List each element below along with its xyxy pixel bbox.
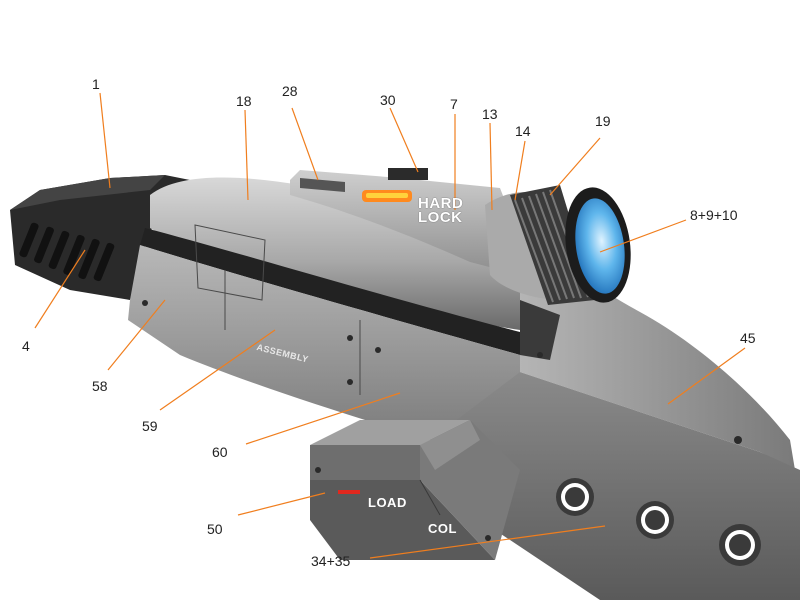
- callout-4: 4: [22, 338, 30, 354]
- callout-59: 59: [142, 418, 158, 434]
- scope-assembly: [485, 185, 631, 305]
- leader-lines: [34, 92, 746, 559]
- callout-58: 58: [92, 378, 108, 394]
- load-decal: LOAD: [368, 495, 407, 510]
- callout-7: 7: [450, 96, 458, 112]
- front-lower-body: [430, 372, 800, 600]
- callout-8-9-10: 8+9+10: [690, 207, 738, 223]
- hard-lock-decal-hard: HARD: [418, 195, 464, 212]
- callout-13: 13: [482, 106, 498, 122]
- callout-34-35: 34+35: [311, 553, 351, 569]
- col-decal: COL: [428, 521, 457, 536]
- front-barrel: [520, 250, 795, 470]
- callout-30: 30: [380, 92, 396, 108]
- callout-28: 28: [282, 83, 298, 99]
- callout-1: 1: [92, 76, 100, 92]
- hard-lock-decal-lock: LOCK: [418, 209, 463, 226]
- callout-14: 14: [515, 123, 531, 139]
- callout-50: 50: [207, 521, 223, 537]
- vent-rings: [556, 478, 761, 566]
- load-block: [310, 420, 520, 560]
- scope-rail: [290, 168, 520, 275]
- callout-18: 18: [236, 93, 252, 109]
- callout-19: 19: [595, 113, 611, 129]
- callout-45: 45: [740, 330, 756, 346]
- callout-60: 60: [212, 444, 228, 460]
